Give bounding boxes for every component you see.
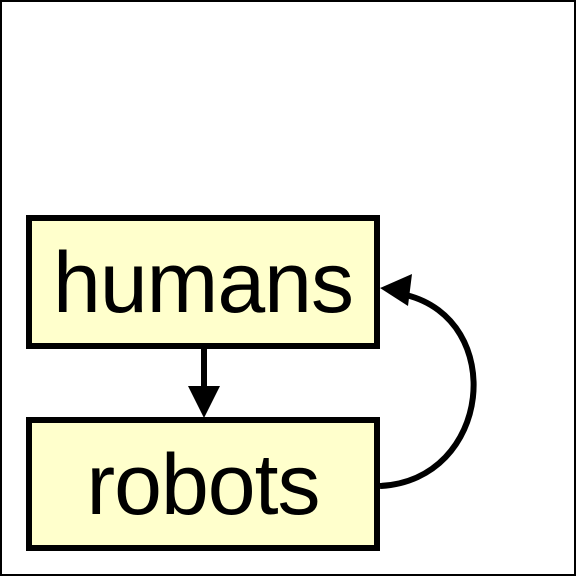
edge-robots-to-humans [379, 274, 477, 489]
node-humans: humans [26, 215, 380, 349]
edge-humans-to-robots-arrowhead [188, 386, 220, 418]
edge-humans-to-robots [188, 349, 220, 418]
edge-robots-to-humans-curve [379, 292, 477, 489]
edge-robots-to-humans-arrowhead [380, 274, 412, 306]
node-robots-label: robots [86, 437, 320, 533]
node-humans-label: humans [53, 235, 354, 331]
node-robots: robots [26, 417, 380, 551]
